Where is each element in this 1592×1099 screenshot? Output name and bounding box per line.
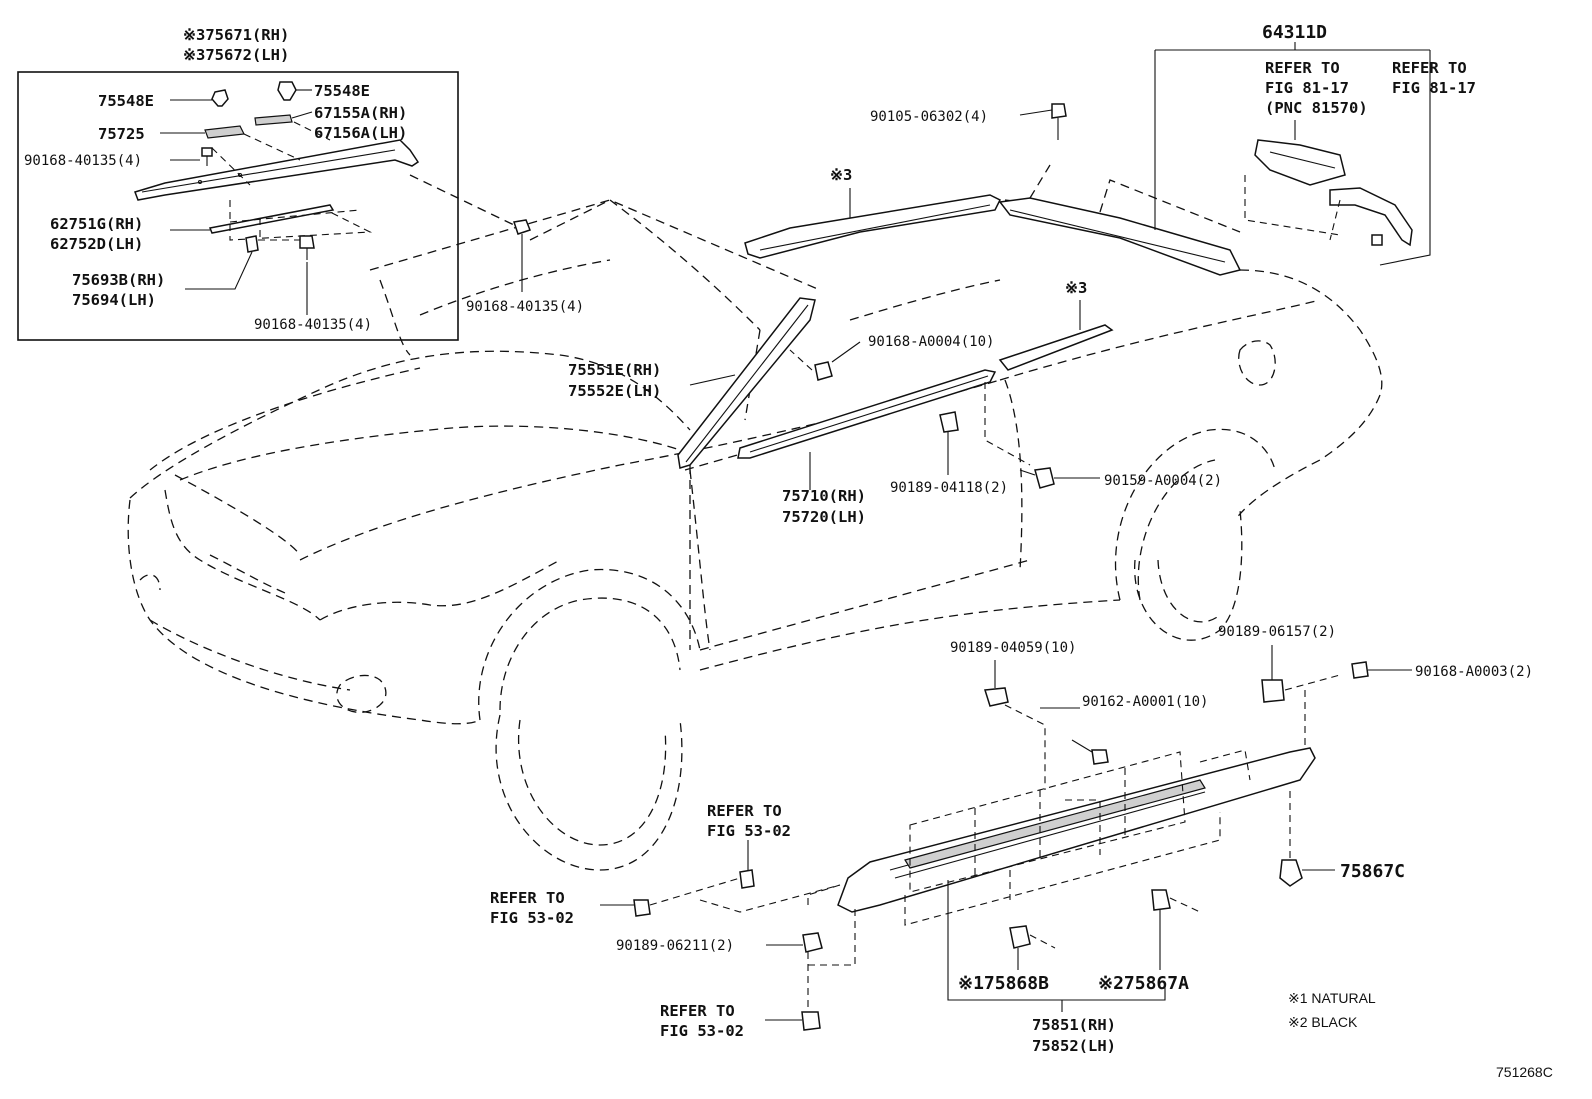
label-door-screw: 90159-A0004(2): [1104, 473, 1222, 489]
car-parts: [409, 42, 1431, 1031]
label-note1: ※1 NATURAL: [1288, 990, 1376, 1006]
label-rocker-clip1: 90189-04059(10): [950, 640, 1076, 656]
inset-box: [17, 71, 459, 341]
label-rocker-screw1: 90162-A0001(10): [1082, 694, 1208, 710]
label-roof-screw: 90105-06302(4): [870, 109, 988, 125]
label-note3-top: ※3: [830, 166, 852, 184]
screw-inset-b-icon: [299, 235, 315, 249]
label-clip-left: 75548E: [98, 92, 154, 110]
rocker-screw-a0003-icon: [1351, 661, 1369, 679]
screw-icon: [201, 147, 213, 157]
label-roof-assy: 64311D: [1262, 22, 1327, 43]
label-seal-rh: 67155A(RH): [314, 104, 407, 122]
front-clip-refer-icon: [739, 869, 755, 889]
bottom-screw-icon: [801, 1011, 821, 1031]
label-pillar-lh: 75552E(LH): [568, 382, 661, 400]
label-note2: ※2 BLACK: [1288, 1014, 1358, 1030]
clip-75868b-icon: [1009, 925, 1031, 949]
label-refer1-line3: (PNC 81570): [1265, 99, 1368, 117]
label-front-clip: 90189-06211(2): [616, 938, 734, 954]
rocker-screw-a0001-icon: [1091, 749, 1109, 765]
drawing-code: 751268C: [1496, 1064, 1553, 1080]
hood-screw-icon: [513, 219, 531, 235]
clip-75693b-icon: [245, 235, 259, 253]
inner-molding-strip: [208, 204, 335, 234]
main-labels: 90168-40135(4) 64311D REFER TO FIG 81-17…: [466, 22, 1553, 1080]
roof-linkage-lower: [1329, 187, 1413, 247]
rocker-clip-06157-icon: [1261, 679, 1285, 703]
clip-75867c-icon: [1279, 859, 1303, 887]
seal-67155a-icon: [254, 114, 293, 126]
label-refer4-line1: REFER TO: [490, 889, 565, 907]
label-screw-hood: 90168-40135(4): [466, 299, 584, 315]
belt-molding: [737, 369, 997, 459]
label-clip-75867a: ※275867A: [1098, 973, 1189, 994]
label-75725: 75725: [98, 125, 145, 143]
label-clip-rh: 75693B(RH): [72, 271, 165, 289]
label-mold-lh: 62752D(LH): [50, 235, 143, 253]
label-mold-rh: 62751G(RH): [50, 215, 143, 233]
label-refer1-line1: REFER TO: [1265, 59, 1340, 77]
roof-linkage-upper: [1254, 139, 1346, 186]
front-clip-06211-icon: [802, 932, 823, 953]
pillar-screw-icon: [814, 361, 833, 381]
label-seal-lh: 67156A(LH): [314, 124, 407, 142]
label-header-rh: ※375671(RH): [183, 26, 289, 44]
label-refer3-line1: REFER TO: [707, 802, 782, 820]
label-note3-side: ※3: [1065, 279, 1087, 297]
label-belt-lh: 75720(LH): [782, 508, 866, 526]
label-refer2-line1: REFER TO: [1392, 59, 1467, 77]
nut-clip-icon: [939, 411, 959, 433]
roof-screw-icon: [1051, 103, 1067, 119]
label-clip-75867c: 75867C: [1340, 861, 1405, 882]
label-nut-clip: 90189-04118(2): [890, 480, 1008, 496]
label-refer4-line2: FIG 53-02: [490, 909, 574, 927]
label-clip-75868b: ※175868B: [958, 973, 1049, 994]
clip-75548e-left-icon: [211, 89, 229, 107]
bracket-75725-icon: [204, 125, 245, 139]
rocker-clip-04059-icon: [984, 687, 1009, 707]
label-pillar-screw: 90168-A0004(10): [868, 334, 994, 350]
label-refer3-line2: FIG 53-02: [707, 822, 791, 840]
door-screw-icon: [1034, 467, 1055, 489]
label-screw-a: 90168-40135(4): [24, 153, 142, 169]
label-pillar-rh: 75551E(RH): [568, 361, 661, 379]
car-body-outline: [127, 199, 1383, 871]
rocker-panel-trim: [904, 779, 1206, 869]
roof-rail-front: [744, 194, 1002, 259]
label-refer5-line2: FIG 53-02: [660, 1022, 744, 1040]
clip-75548e-right-icon: [277, 81, 297, 101]
label-screw-b: 90168-40135(4): [254, 317, 372, 333]
label-clip-lh: 75694(LH): [72, 291, 156, 309]
label-rocker-lh: 75852(LH): [1032, 1037, 1116, 1055]
label-belt-rh: 75710(RH): [782, 487, 866, 505]
inset-labels: ※375671(RH) ※375672(LH) 75548E 75548E 75…: [24, 26, 407, 333]
label-rocker-rh: 75851(RH): [1032, 1016, 1116, 1034]
roof-screw-small-icon: [1371, 234, 1383, 246]
rear-side-molding: [998, 324, 1114, 371]
front-screw-icon: [633, 899, 651, 917]
label-refer5-line1: REFER TO: [660, 1002, 735, 1020]
label-refer2-line2: FIG 81-17: [1392, 79, 1476, 97]
clip-75867a-icon: [1151, 889, 1171, 911]
label-rocker-clip2: 90189-06157(2): [1218, 624, 1336, 640]
label-clip-right: 75548E: [314, 82, 370, 100]
label-refer1-line2: FIG 81-17: [1265, 79, 1349, 97]
label-header-lh: ※375672(LH): [183, 46, 289, 64]
label-rocker-screw2: 90168-A0003(2): [1415, 664, 1533, 680]
